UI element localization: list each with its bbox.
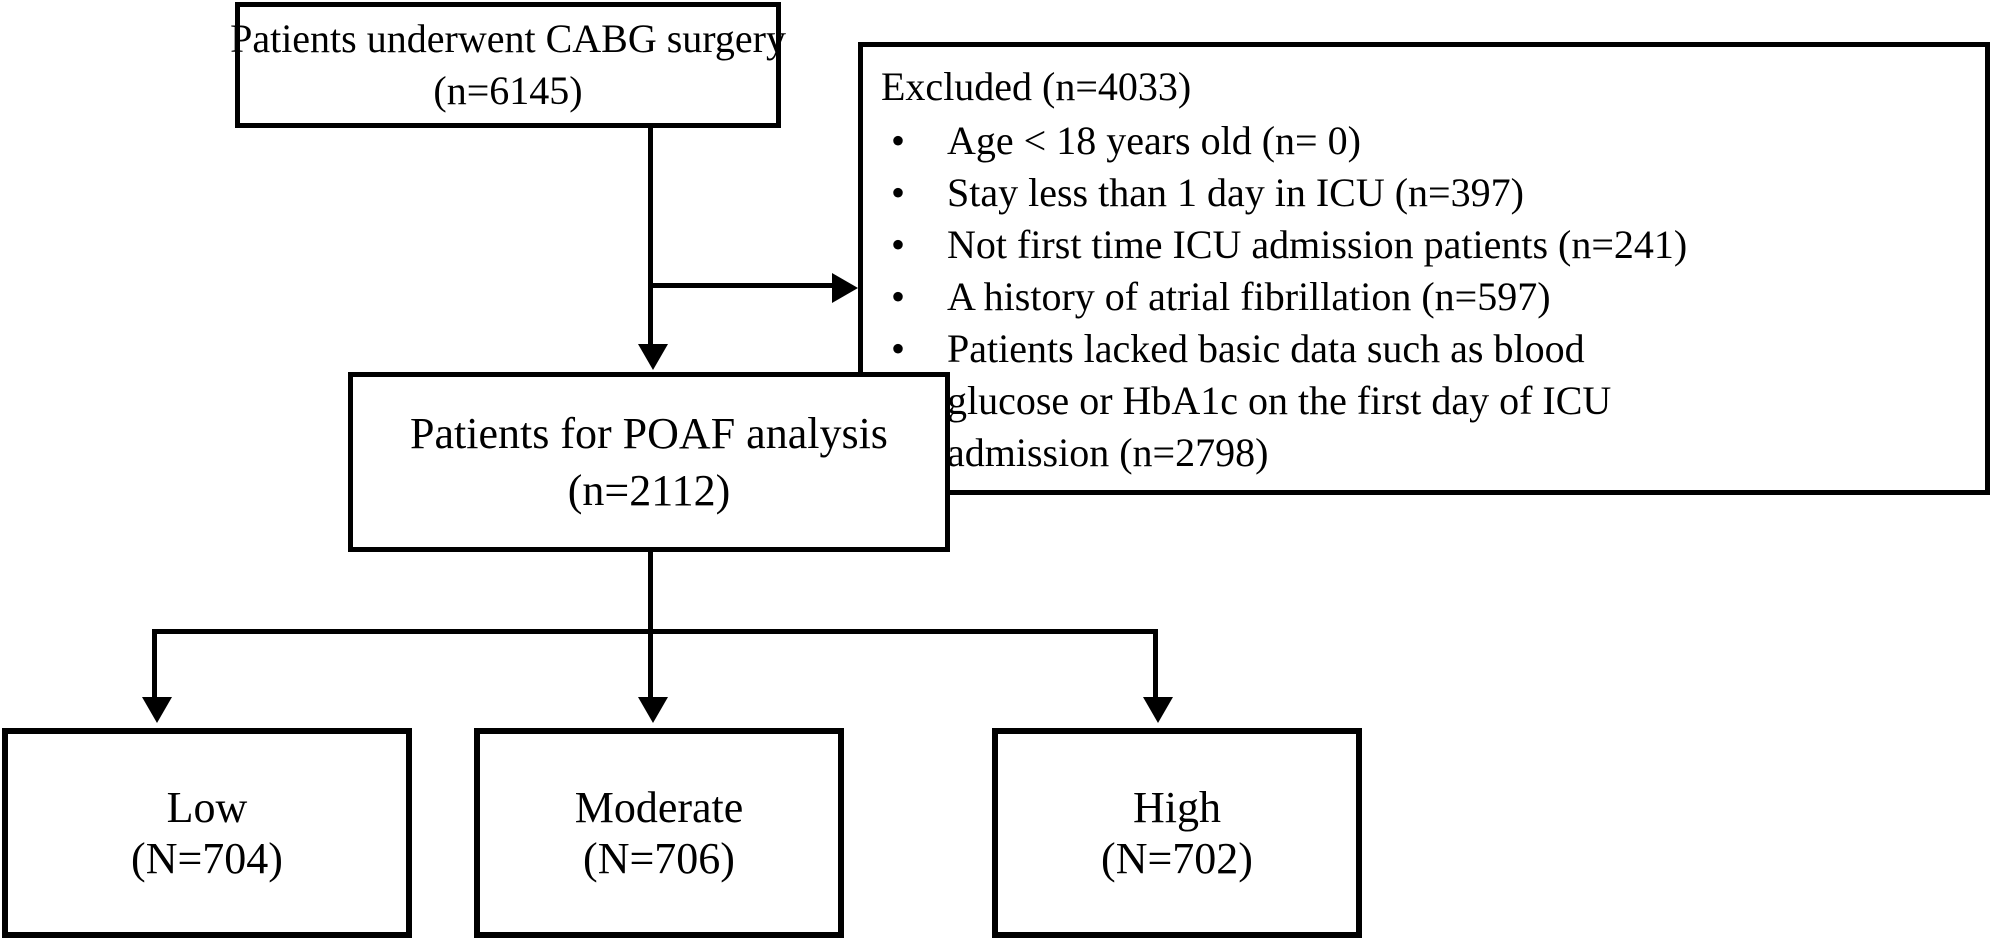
list-item: • Not first time ICU admission patients … (881, 219, 1975, 271)
excluded-reason-text: A history of atrial fibrillation (n=597) (947, 274, 1551, 319)
node-high-line1: High (1133, 783, 1221, 832)
connector-distributor-bar (152, 629, 1158, 634)
connector-cabg-to-poaf (648, 128, 653, 346)
node-cabg-line1: Patients underwent CABG surgery (230, 16, 786, 61)
connector-to-low (152, 629, 157, 699)
connector-cabg-to-excluded (648, 283, 834, 288)
connector-poaf-to-groups (648, 552, 653, 632)
excluded-reason-text: Not first time ICU admission patients (n… (947, 222, 1688, 267)
node-group-low: Low (N=704) (2, 728, 412, 938)
bullet-icon: • (891, 118, 906, 163)
arrowhead-down-icon (142, 697, 172, 723)
excluded-reason-text: Patients lacked basic data such as blood (947, 326, 1585, 371)
node-moderate-line1: Moderate (574, 783, 744, 832)
list-item: • A history of atrial fibrillation (n=59… (881, 271, 1975, 323)
node-group-moderate: Moderate (N=706) (474, 728, 844, 938)
list-item: • Stay less than 1 day in ICU (n=397) (881, 167, 1975, 219)
node-poaf-line2: (n=2112) (567, 466, 731, 515)
node-moderate-line2: (N=706) (583, 834, 735, 883)
arrowhead-down-icon (1143, 697, 1173, 723)
bullet-icon: • (891, 326, 906, 371)
node-low-line2: (N=704) (131, 834, 283, 883)
excluded-reason-text: Age < 18 years old (n= 0) (947, 118, 1361, 163)
bullet-icon: • (891, 170, 906, 215)
arrowhead-right-icon (832, 273, 858, 303)
excluded-reason-list: • Age < 18 years old (n= 0) • Stay less … (881, 115, 1975, 479)
node-poaf-line1: Patients for POAF analysis (410, 408, 888, 458)
connector-to-moderate (648, 629, 653, 699)
bullet-icon: • (891, 274, 906, 319)
node-cabg-line2: (n=6145) (433, 68, 583, 113)
bullet-icon: • (891, 222, 906, 267)
arrowhead-down-icon (638, 697, 668, 723)
excluded-reason-text-cont: glucose or HbA1c on the first day of ICU (947, 378, 1612, 423)
excluded-heading: Excluded (n=4033) (881, 64, 1192, 109)
connector-to-high (1153, 629, 1158, 699)
node-group-high: High (N=702) (992, 728, 1362, 938)
excluded-reason-text: Stay less than 1 day in ICU (n=397) (947, 170, 1524, 215)
list-item: • Patients lacked basic data such as blo… (881, 323, 1975, 479)
node-cabg-cohort: Patients underwent CABG surgery (n=6145) (230, 2, 786, 128)
node-low-line1: Low (166, 783, 248, 832)
node-high-line2: (N=702) (1101, 834, 1253, 883)
excluded-reason-text-cont2: admission (n=2798) (947, 430, 1269, 475)
arrowhead-down-icon (638, 344, 668, 370)
list-item: • Age < 18 years old (n= 0) (881, 115, 1975, 167)
node-poaf-analysis: Patients for POAF analysis (n=2112) (348, 372, 950, 552)
node-excluded: Excluded (n=4033) • Age < 18 years old (… (858, 42, 1990, 495)
